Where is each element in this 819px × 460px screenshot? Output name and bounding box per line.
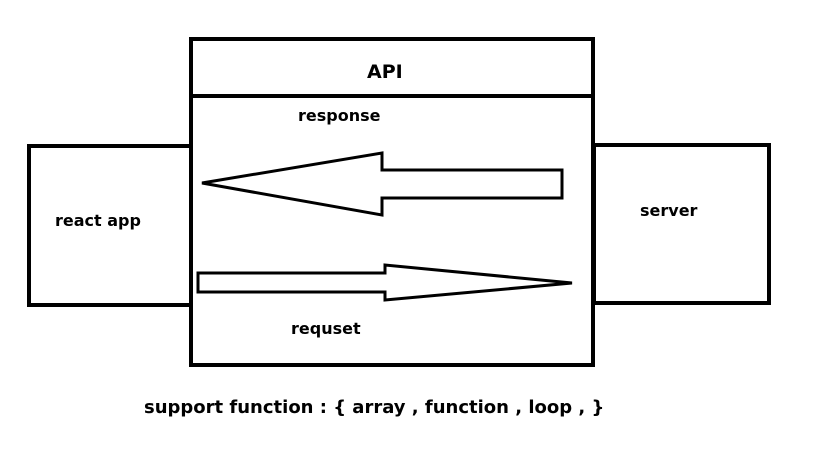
- request-arrow: [196, 263, 573, 302]
- server-label: server: [640, 201, 698, 220]
- response-arrow: [201, 151, 564, 217]
- support-functions-text: support function : { array , function , …: [144, 397, 605, 418]
- api-header: [193, 41, 591, 98]
- request-label: requset: [291, 319, 361, 338]
- api-title: API: [367, 61, 403, 83]
- api-box: [189, 37, 595, 367]
- response-label: response: [298, 106, 381, 125]
- react-app-label: react app: [55, 211, 141, 230]
- react-app-box: [27, 144, 193, 307]
